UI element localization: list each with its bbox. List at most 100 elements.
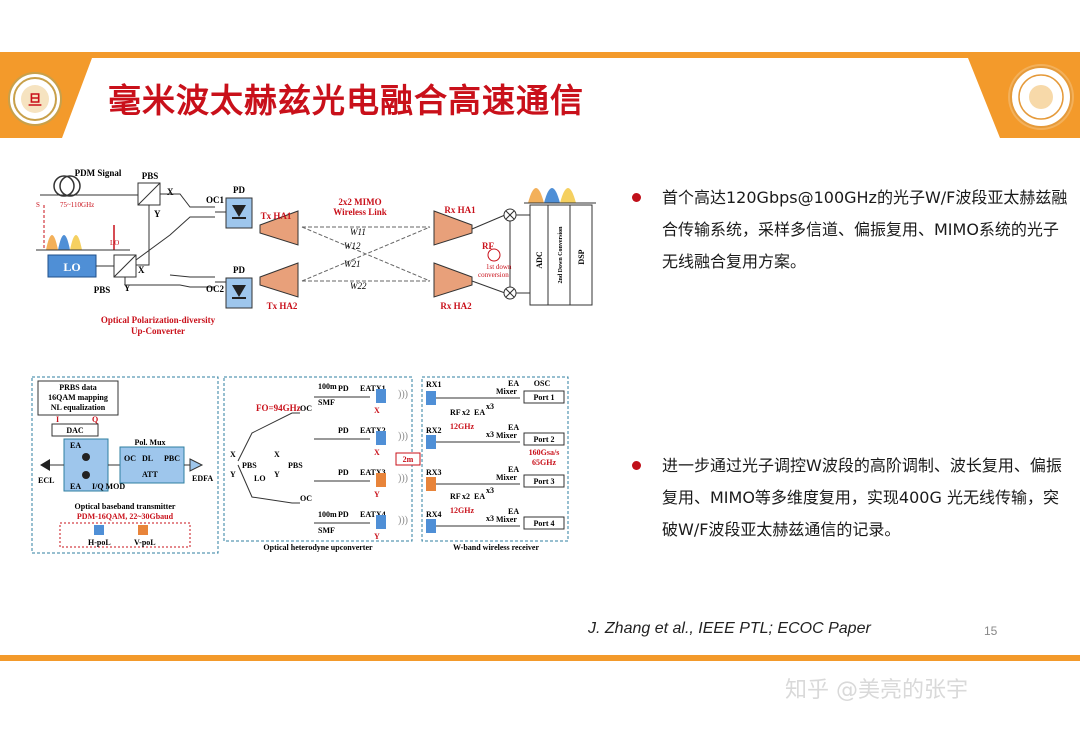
pdm-signal-label: PDM Signal — [75, 168, 122, 178]
edfa-icon — [189, 458, 204, 472]
rx-horn-1 — [426, 391, 436, 405]
fig1-caption-2: Up-Converter — [131, 326, 185, 336]
qam-label: 16QAM mapping — [48, 393, 108, 402]
yb-label: Y — [274, 470, 280, 479]
bullet-dot-icon — [632, 193, 641, 202]
eatx-label-2: EATX2 — [360, 426, 386, 435]
mixer-label-1: Mixer — [496, 387, 517, 396]
university-logo-left: 旦 — [8, 72, 62, 126]
tx-chain-1: PD EATX1 X — [314, 384, 386, 415]
mimo-title-2: Wireless Link — [333, 207, 386, 217]
ea-rx-label-1: EA — [508, 379, 519, 388]
watermark: 知乎 @美亮的张宇 — [785, 678, 968, 703]
tx-pol-1: X — [374, 406, 380, 415]
dsp-label: DSP — [577, 249, 586, 264]
hpol-icon — [94, 525, 104, 535]
pd-tx-label-1: PD — [338, 384, 349, 393]
svg-text:))): ))) — [398, 473, 408, 484]
tx-ha2-horn — [259, 262, 299, 298]
ea-rx-label-3: EA — [508, 423, 519, 432]
vpol-icon — [138, 525, 148, 535]
x3-label-4: x3 — [486, 514, 494, 523]
rf-rx-label-1: RF — [450, 408, 461, 417]
port-3-box — [523, 474, 565, 488]
y2-label: Y — [124, 283, 131, 293]
y1-label: Y — [154, 209, 161, 219]
nl-label: NL equalization — [51, 403, 106, 412]
bullet-item-2: 进一步通过光子调控W波段的高阶调制、波长复用、偏振复用、MIMO等多维度复用，实… — [632, 450, 1072, 546]
pol-mux-label: Pol. Mux — [134, 438, 165, 447]
pd-tx-label-4: PD — [338, 510, 349, 519]
tx-ha1-horn — [259, 210, 299, 246]
pbs-bottom-label: PBS — [94, 285, 111, 295]
rx4-label: RX4 — [426, 510, 442, 519]
tx-pol-2: X — [374, 448, 380, 457]
rf-label: RF — [482, 241, 494, 251]
pbc-label: PBC — [164, 454, 180, 463]
iq-mod-label: I/Q MOD — [92, 482, 125, 491]
mixer-label-3: Mixer — [496, 473, 517, 482]
rx-horn-4 — [426, 519, 436, 533]
rx2-label: RX2 — [426, 426, 442, 435]
x3-label-1: x3 — [486, 402, 494, 411]
slide-title: 毫米波太赫兹光电融合高速通信 — [108, 81, 584, 120]
tx-horn-4 — [376, 515, 386, 529]
ghz12-label-1: 12GHz — [450, 422, 474, 431]
rx-horn-2 — [426, 435, 436, 449]
dsp-stack-box — [37, 380, 119, 416]
oc1-label: OC1 — [206, 195, 225, 205]
adc-label: ADC — [535, 251, 544, 269]
ghz12-label-2: 12GHz — [450, 506, 474, 515]
port-1-label: Port 1 — [533, 393, 554, 402]
mixer-label-4: Mixer — [496, 515, 517, 524]
ecl-icon — [40, 459, 50, 471]
oc-b-label: OC — [300, 494, 312, 503]
osc-label: OSC — [534, 379, 551, 388]
pd1-label: PD — [233, 185, 245, 195]
rx1-label: RX1 — [426, 380, 442, 389]
rx-ha2-label: Rx HA2 — [440, 301, 472, 311]
down-conv-2: conversion — [478, 271, 509, 279]
tx-horn-2 — [376, 431, 386, 445]
oc-tx-label: OC — [124, 454, 136, 463]
tx-chain-2: PD EATX2 X — [314, 426, 386, 457]
eatx-label-4: EATX4 — [360, 510, 386, 519]
edfa-label: EDFA — [192, 474, 213, 483]
q-label: Q — [92, 415, 98, 424]
fo-label: FO=94GHz — [256, 403, 301, 413]
distance-label: 2m — [403, 455, 414, 464]
sample-rate-label: 160Gsa/s — [529, 448, 560, 457]
tx-ha2-label: Tx HA2 — [267, 301, 298, 311]
svg-text:))): ))) — [398, 389, 408, 400]
x1-label: X — [167, 187, 174, 197]
page-number: 15 — [984, 624, 998, 638]
tx-horn-3 — [376, 473, 386, 487]
pd2-label: PD — [233, 265, 245, 275]
pd-tx-label-3: PD — [338, 468, 349, 477]
lo-small-label: LO — [110, 239, 119, 247]
port-4-box — [523, 516, 565, 530]
hpol-label: H-poL — [88, 538, 111, 547]
ecl-label: ECL — [38, 476, 54, 485]
freq-range-label: 75~110GHz — [60, 201, 94, 209]
svg-text:旦: 旦 — [28, 93, 42, 109]
mimo-link-diagram: PDM Signal 75~110GHz S LO LO PBS PBS X Y… — [36, 168, 596, 336]
tx-pol-4: Y — [374, 532, 380, 541]
ya-label: Y — [230, 470, 236, 479]
port-2-label: Port 2 — [533, 435, 554, 444]
rf-source-icon — [487, 248, 501, 262]
rx-horn-3 — [426, 477, 436, 491]
tx-chain-4: PD EATX4 Y — [314, 510, 386, 541]
tx-caption-1: Optical baseband transmitter — [75, 502, 176, 511]
w21-label: W21 — [344, 259, 361, 269]
port-4-label: Port 4 — [533, 519, 554, 528]
eatx-label-1: EATX1 — [360, 384, 386, 393]
vpol-label: V-poL — [134, 538, 156, 547]
x2-label-2: x2 — [462, 492, 470, 501]
rx-ha1-horn — [433, 210, 473, 246]
mixer-label-2: Mixer — [496, 431, 517, 440]
port-1-box — [523, 390, 565, 404]
port-2-box — [523, 432, 565, 446]
pbs-a-label: PBS — [242, 461, 257, 470]
ea-bottom-label: EA — [70, 482, 81, 491]
